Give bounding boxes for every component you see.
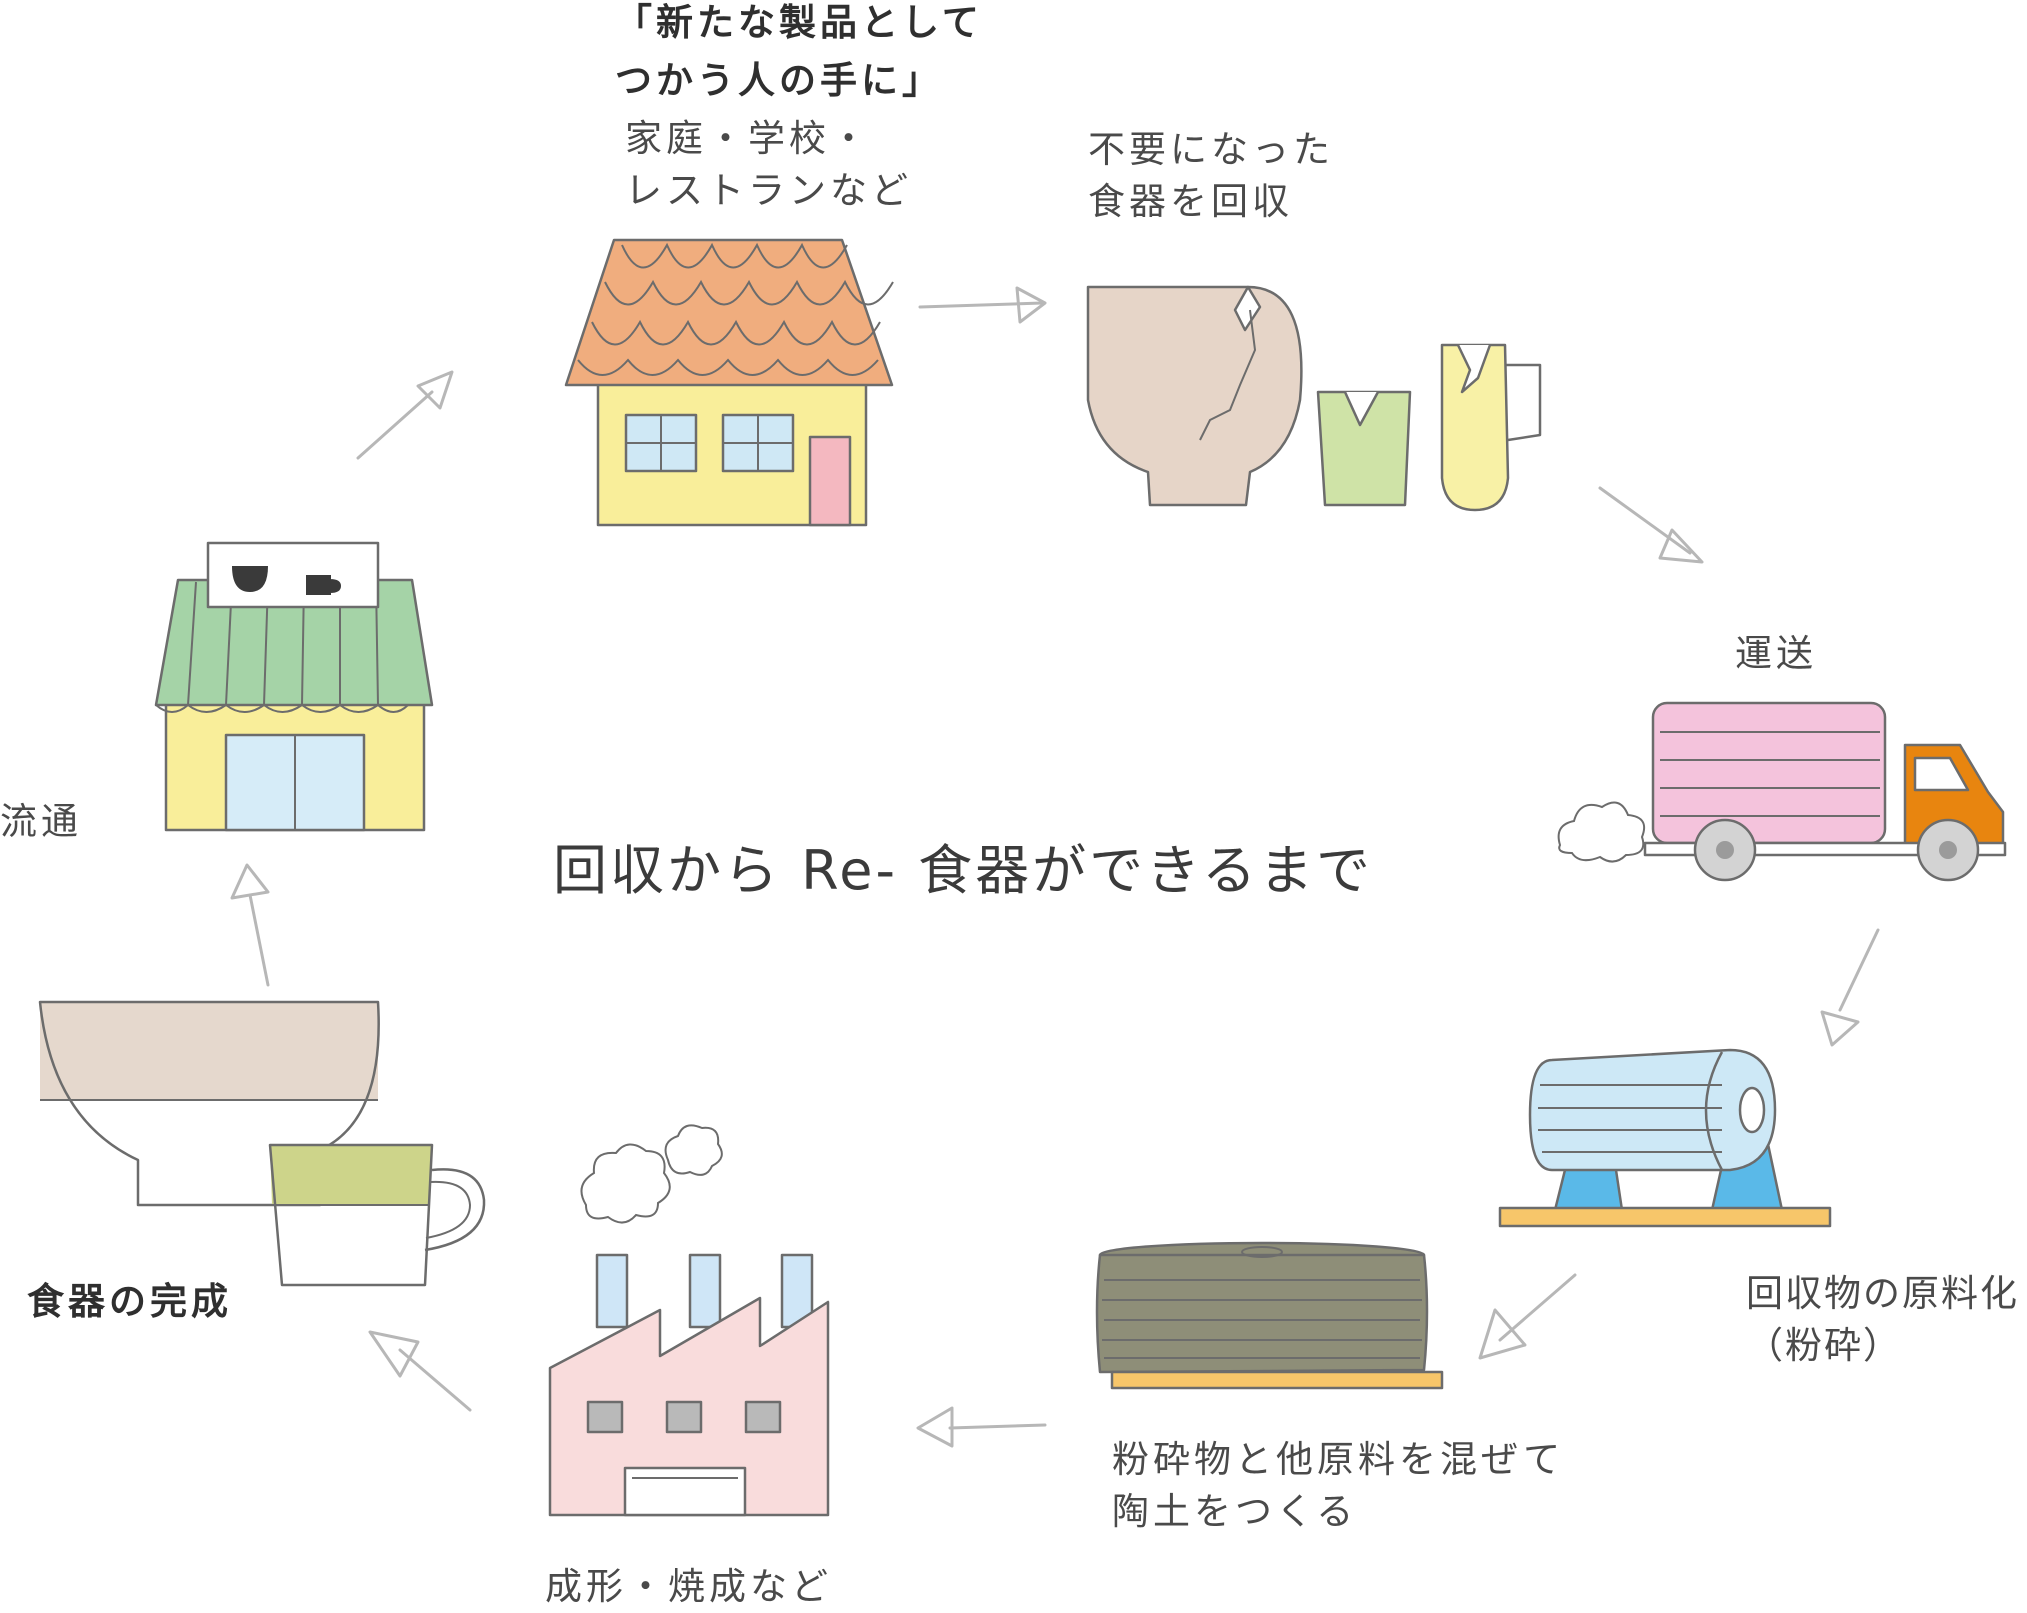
bowl-icon bbox=[232, 566, 268, 592]
home-label: 家庭・学校・ レストランなど bbox=[625, 117, 912, 212]
clay-label: 粉砕物と他原料を混ぜて 陶土をつくる bbox=[1112, 1438, 1565, 1533]
clay-illustration bbox=[1095, 1241, 1444, 1390]
arrow-icon bbox=[1820, 928, 1880, 1047]
crush-label: 回収物の原料化 （粉砕） bbox=[1746, 1272, 2019, 1367]
arrow-icon bbox=[918, 286, 1047, 324]
door-icon bbox=[808, 435, 852, 527]
arrow-icon bbox=[916, 1406, 1047, 1448]
factory-illustration bbox=[548, 1124, 830, 1517]
crusher-illustration bbox=[1498, 1048, 1832, 1228]
shop-illustration bbox=[154, 541, 434, 832]
window-icon bbox=[721, 413, 795, 473]
flow-arrows bbox=[230, 286, 1880, 1448]
distribution-label: 流通 bbox=[0, 800, 82, 843]
arrow-icon bbox=[1478, 1273, 1577, 1360]
arrow-icon bbox=[356, 370, 454, 460]
diagram-title: 回収から Re- 食器ができるまで bbox=[553, 839, 1374, 902]
transport-label: 運送 bbox=[1735, 632, 1817, 675]
cup-icon bbox=[306, 575, 342, 595]
house-illustration bbox=[564, 238, 894, 527]
broken-tableware-illustration bbox=[1086, 285, 1542, 512]
finished-tableware-illustration bbox=[38, 1000, 486, 1287]
arrow-icon bbox=[230, 863, 270, 987]
truck-illustration bbox=[1557, 701, 2007, 882]
complete-label: 食器の完成 bbox=[27, 1280, 232, 1323]
home-heading: 「新たな製品として つかう人の手に」 bbox=[615, 1, 983, 102]
window-icon bbox=[624, 413, 698, 473]
collect-label: 不要になった 食器を回収 bbox=[1088, 128, 1334, 223]
firing-label: 成形・焼成など bbox=[545, 1565, 832, 1608]
arrow-icon bbox=[1598, 486, 1704, 564]
arrow-icon bbox=[368, 1330, 472, 1412]
